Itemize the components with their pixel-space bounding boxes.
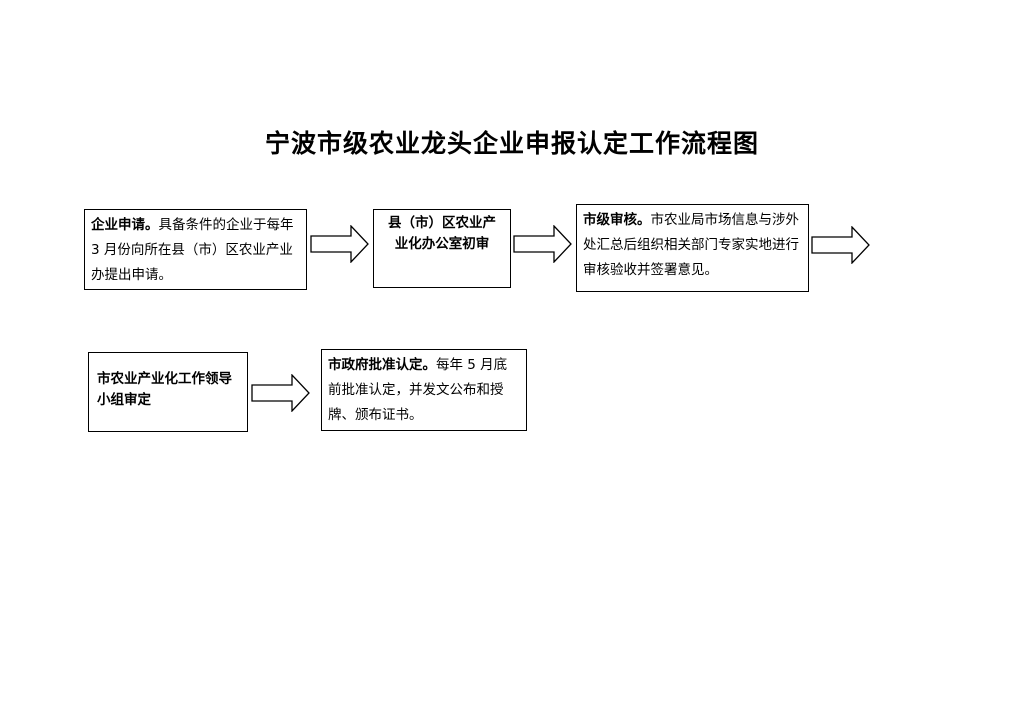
right-arrow-icon bbox=[513, 225, 572, 263]
step-leadership-approval: 市农业产业化工作领导小组审定 bbox=[88, 352, 248, 432]
step-county-review: 县（市）区农业产业化办公室初审 bbox=[373, 209, 511, 288]
step-enterprise-application: 企业申请。具备条件的企业于每年 3 月份向所在县（市）区农业产业办提出申请。 bbox=[84, 209, 307, 290]
right-arrow-icon bbox=[251, 374, 310, 412]
right-arrow-icon bbox=[310, 225, 369, 263]
step-text: 具备条件的企业于每年 3 月份向所在县（市）区农业产业办提出申请。 bbox=[91, 217, 294, 283]
step-label: 县（市）区农业产业化办公室初审 bbox=[388, 215, 496, 252]
step-government-approval: 市政府批准认定。每年 5 月底前批准认定，并发文公布和授牌、颁布证书。 bbox=[321, 349, 527, 431]
right-arrow-icon bbox=[811, 226, 870, 264]
step-label: 市级审核。 bbox=[583, 212, 651, 228]
step-text: 市农业局市场信息与涉外处汇总后组织相关部门专家实地进行审核验收并签署意见。 bbox=[583, 212, 799, 278]
step-text: 每年 5 月底前批准认定，并发文公布和授牌、颁布证书。 bbox=[328, 357, 508, 423]
step-city-review: 市级审核。市农业局市场信息与涉外处汇总后组织相关部门专家实地进行审核验收并签署意… bbox=[576, 204, 809, 292]
step-label: 企业申请。 bbox=[91, 217, 159, 233]
step-label: 市政府批准认定。 bbox=[328, 357, 436, 373]
step-label: 市农业产业化工作领导小组审定 bbox=[97, 371, 232, 408]
page-title: 宁波市级农业龙头企业申报认定工作流程图 bbox=[264, 129, 759, 158]
